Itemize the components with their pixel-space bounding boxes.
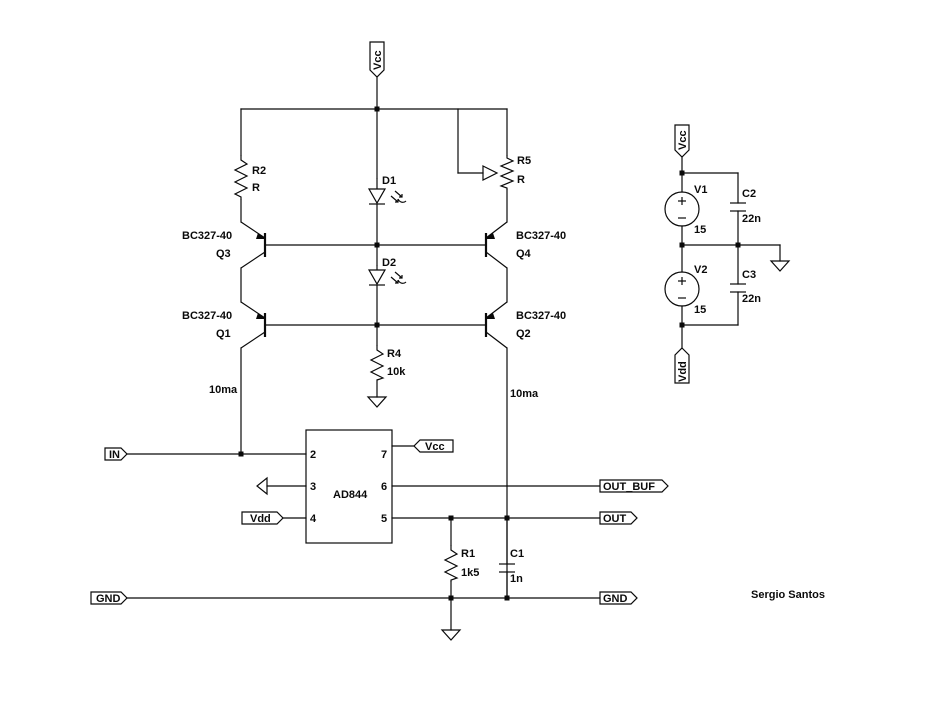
- ground-icon: [769, 260, 791, 272]
- pin-4-label: 4: [310, 513, 317, 525]
- q3-model: BC327-40: [182, 230, 232, 242]
- capacitor-c3: C3 22n: [730, 269, 761, 305]
- v2-name: V2: [694, 264, 707, 276]
- gnd-left-label: GND: [96, 593, 121, 605]
- q2-model: BC327-40: [516, 310, 566, 322]
- in-label: IN: [109, 449, 120, 461]
- junction-dots: [238, 106, 510, 601]
- c2-value: 22n: [742, 213, 761, 225]
- in-flag: IN: [104, 447, 128, 461]
- supply-vcc-label: Vcc: [677, 130, 689, 150]
- pnp-transistor-icon: [484, 301, 508, 349]
- vcc-opamp-label: Vcc: [425, 441, 445, 453]
- resistor-icon: [233, 155, 249, 200]
- capacitor-icon: [730, 202, 746, 212]
- capacitor-icon: [730, 283, 746, 293]
- q2-name: Q2: [516, 328, 531, 340]
- gnd-left-flag: GND: [90, 591, 128, 605]
- r1-value: 1k5: [461, 567, 479, 579]
- resistor-r1: R1 1k5: [443, 545, 479, 582]
- out-buf-label: OUT_BUF: [603, 481, 655, 493]
- opamp-name: AD844: [333, 489, 368, 501]
- c3-value: 22n: [742, 293, 761, 305]
- pin-6-label: 6: [381, 481, 387, 493]
- pin-5-label: 5: [381, 513, 387, 525]
- opamp-ad844: AD844 2 3 4 7 6 5: [305, 429, 393, 544]
- vcc-opamp-flag: Vcc: [413, 439, 454, 453]
- q4-name: Q4: [516, 248, 532, 260]
- c3-name: C3: [742, 269, 756, 281]
- vcc-top-flag: Vcc: [369, 41, 385, 78]
- out-buf-flag: OUT_BUF: [599, 479, 669, 493]
- vcc-top-label: Vcc: [372, 50, 384, 70]
- d2-name: D2: [382, 257, 396, 269]
- capacitor-c1: C1 1n: [499, 548, 524, 585]
- voltage-source-v2: V2 15: [664, 264, 707, 316]
- resistor-icon: [369, 345, 385, 381]
- pin-3-label: 3: [310, 481, 316, 493]
- resistor-r5: R5 R: [482, 155, 531, 190]
- transistor-q3: BC327-40 Q3: [182, 221, 267, 269]
- right-current-label: 10ma: [510, 388, 539, 400]
- r1-name: R1: [461, 548, 475, 560]
- led-icon: [367, 265, 407, 286]
- capacitor-c2: C2 22n: [730, 188, 761, 225]
- resistor-r2: R2 R: [233, 155, 266, 200]
- voltage-source-v1: V1 15: [664, 184, 707, 236]
- transistor-q2: BC327-40 Q2: [484, 301, 566, 349]
- c1-value: 1n: [510, 573, 523, 585]
- q4-model: BC327-40: [516, 230, 566, 242]
- pnp-transistor-icon: [240, 301, 267, 349]
- wiper-arrow-icon: [482, 165, 499, 181]
- ground-icon: [256, 476, 268, 496]
- led-icon: [367, 178, 407, 205]
- voltage-source-icon: [664, 191, 700, 227]
- q1-model: BC327-40: [182, 310, 232, 322]
- resistor-r4: R4 10k: [366, 345, 406, 408]
- v2-value: 15: [694, 304, 706, 316]
- out-flag: OUT: [599, 511, 638, 525]
- gnd-right-flag: GND: [599, 591, 638, 605]
- supply-vcc-flag: Vcc: [674, 124, 690, 158]
- resistor-icon: [499, 155, 515, 190]
- supply-vdd-label: Vdd: [677, 361, 689, 382]
- pin-2-label: 2: [310, 449, 316, 461]
- pnp-transistor-icon: [240, 221, 267, 269]
- ground-icon: [440, 629, 462, 641]
- r4-value: 10k: [387, 366, 406, 378]
- led-d2: D2: [367, 257, 407, 286]
- r2-name: R2: [252, 165, 266, 177]
- transistor-q1: BC327-40 Q1: [182, 301, 267, 349]
- q1-name: Q1: [216, 328, 231, 340]
- out-label: OUT: [603, 513, 627, 525]
- r2-value: R: [252, 182, 260, 194]
- pnp-transistor-icon: [484, 221, 508, 269]
- ground-icon: [366, 396, 388, 408]
- r5-value: R: [517, 174, 525, 186]
- v1-value: 15: [694, 224, 706, 236]
- author-label: Sergio Santos: [751, 589, 825, 601]
- pin-7-label: 7: [381, 449, 387, 461]
- left-current-label: 10ma: [209, 384, 238, 396]
- resistor-icon: [443, 545, 459, 582]
- r5-name: R5: [517, 155, 531, 167]
- c1-name: C1: [510, 548, 524, 560]
- capacitor-icon: [499, 563, 515, 573]
- supply-wires: [679, 156, 781, 349]
- vdd-opamp-label: Vdd: [250, 513, 271, 525]
- supply-vdd-flag: Vdd: [674, 347, 690, 384]
- q3-name: Q3: [216, 248, 231, 260]
- led-d1: D1: [367, 175, 407, 205]
- vdd-opamp-flag: Vdd: [241, 511, 284, 525]
- gnd-right-label: GND: [603, 593, 628, 605]
- c2-name: C2: [742, 188, 756, 200]
- voltage-source-icon: [664, 271, 700, 307]
- r4-name: R4: [387, 348, 402, 360]
- v1-name: V1: [694, 184, 707, 196]
- d1-name: D1: [382, 175, 396, 187]
- transistor-q4: BC327-40 Q4: [484, 221, 566, 269]
